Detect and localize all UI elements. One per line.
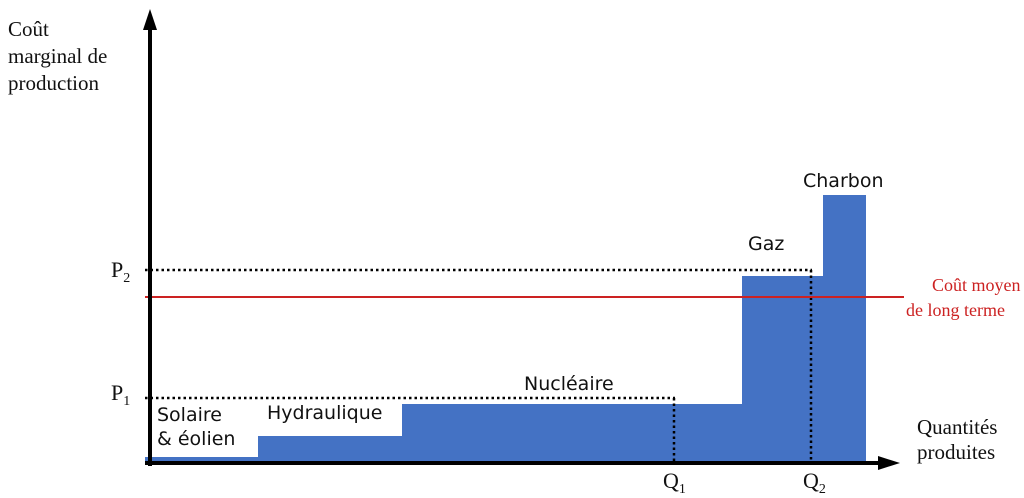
block-label-hydraulique: Hydraulique [267,402,382,424]
lt-cost-label-line-2: de long terme [906,300,1005,320]
p2-label: P2 [111,257,130,286]
y-axis-label-line-3: production [8,71,99,95]
p2-subscript: 2 [123,271,130,286]
p1-label: P1 [111,380,130,409]
q2-subscript: 2 [819,482,826,497]
p2-letter: P [111,257,123,282]
q1-label: Q1 [663,468,686,497]
block-label-gaz: Gaz [748,233,784,255]
block-nucleaire [402,404,742,464]
lt-cost-label-line-1: Coût moyen [932,275,1021,295]
block-gaz [742,276,823,464]
p1-subscript: 1 [123,394,130,409]
y-axis-label: Coût marginal de production [8,17,113,95]
q2-label: Q2 [803,468,826,497]
dotted-guides [145,268,813,464]
block-label-solaire-line-1: Solaire [157,404,222,426]
y-axis-label-line-2: marginal de [8,44,107,68]
x-axis-label: Quantités produites [917,415,1003,464]
q1-subscript: 1 [679,482,686,497]
block-label-charbon: Charbon [803,170,884,192]
x-axis-label-line-2: produites [917,440,995,464]
supply-blocks [145,195,866,464]
q1-letter: Q [663,468,679,493]
y-axis-arrow-icon [143,9,157,30]
axes [143,9,900,470]
block-charbon [823,195,866,464]
x-axis-label-line-1: Quantités [917,415,997,439]
block-label-solaire-eolien: Solaire & éolien [157,404,235,450]
p1-letter: P [111,380,123,405]
block-solaire-eolien [145,457,258,464]
long-term-average-cost-label: Coût moyen de long terme [906,275,1024,320]
block-label-solaire-line-2: & éolien [157,428,235,450]
block-hydraulique [258,436,402,464]
y-axis-label-line-1: Coût [8,17,49,41]
x-axis-arrow-icon [878,456,900,470]
block-label-nucleaire: Nucléaire [524,373,614,395]
q2-letter: Q [803,468,819,493]
